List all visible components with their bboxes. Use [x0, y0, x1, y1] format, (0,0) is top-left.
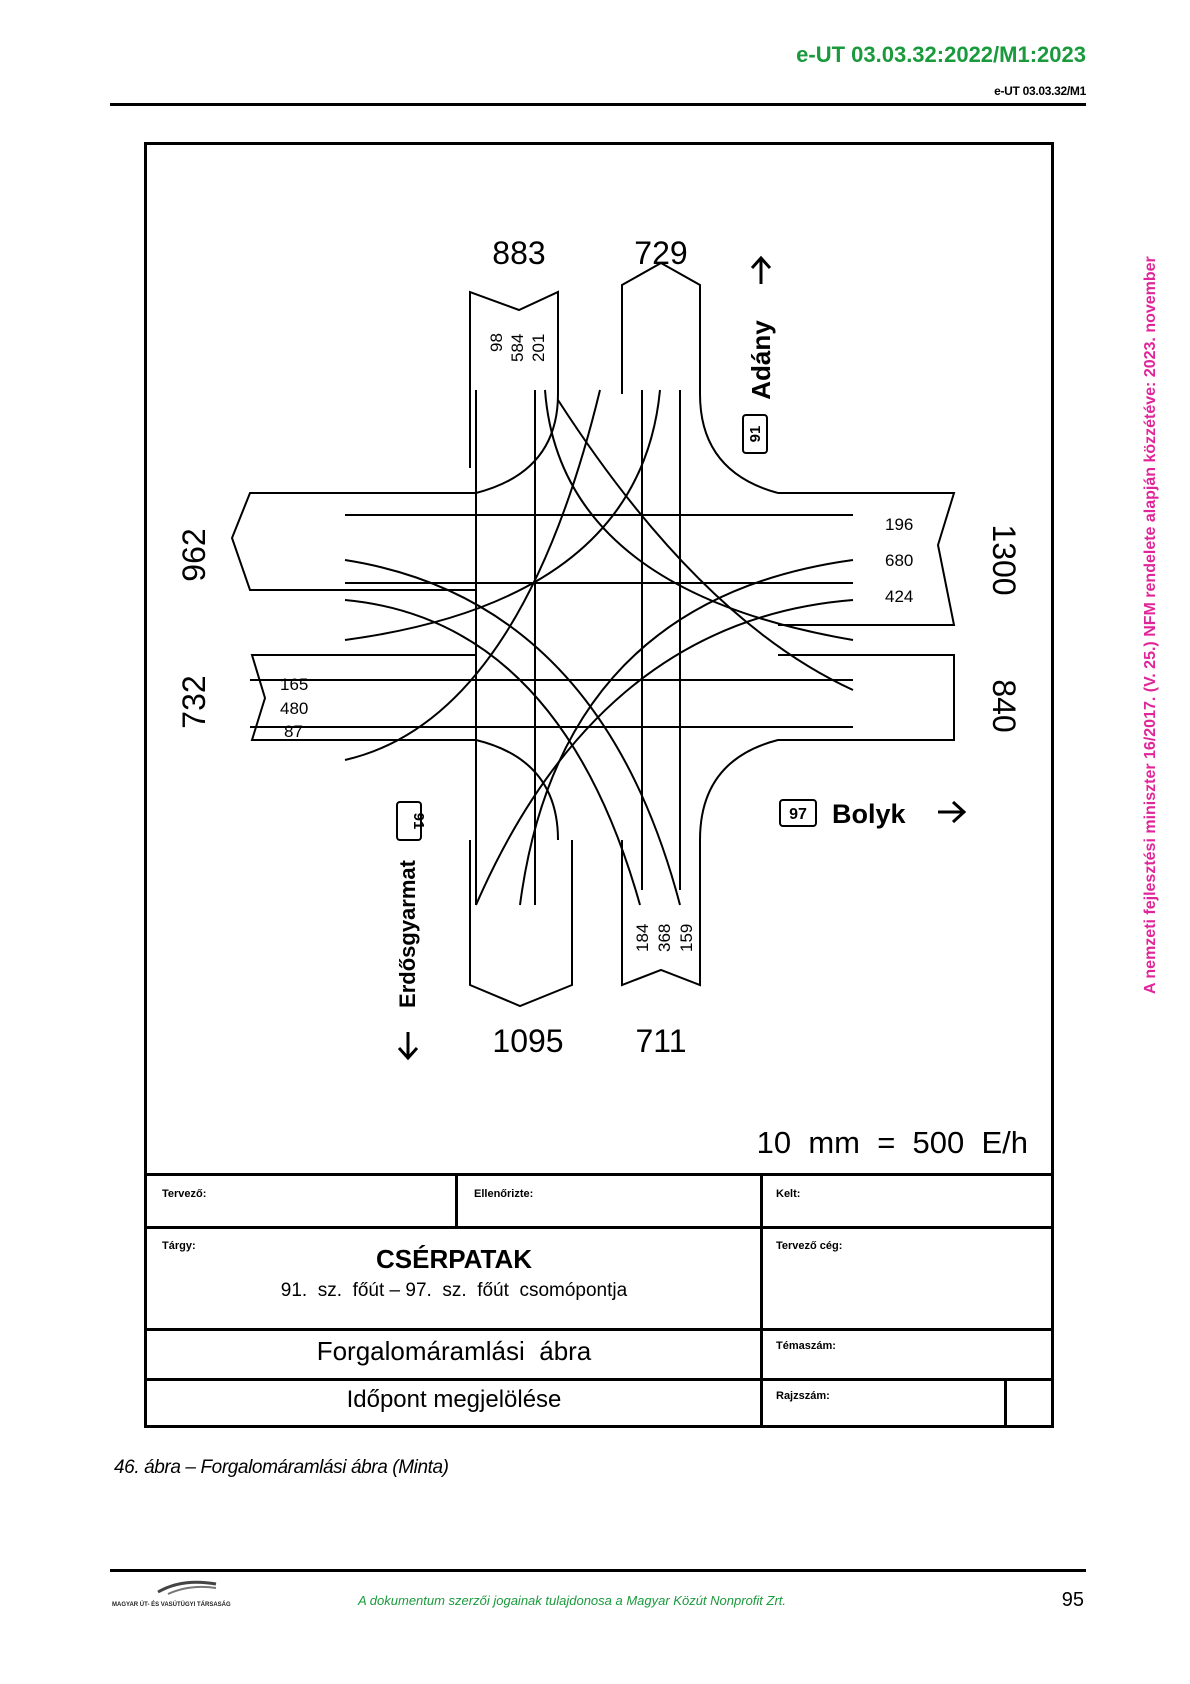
south-out-total: 711 — [635, 1023, 686, 1059]
topic-number-label: Témaszám: — [776, 1340, 836, 1352]
east-in-arm-outline — [778, 492, 956, 626]
west-in-total: 962 — [176, 528, 212, 581]
south-turn-count: 159 — [677, 924, 696, 952]
footer-rule — [110, 1569, 1086, 1572]
header-rule — [110, 103, 1086, 106]
arrow-up-icon — [750, 255, 772, 284]
copyright-notice: A dokumentum szerzői jogainak tulajdonos… — [358, 1593, 787, 1608]
west-turn-count: 165 — [280, 675, 308, 694]
east-turn-count: 424 — [885, 587, 913, 606]
scale-label: 10 mm = 500 E/h — [757, 1125, 1028, 1160]
titleblock-rule — [144, 1328, 1054, 1331]
drawing-number-label: Rajzszám: — [776, 1390, 830, 1402]
company-label: Tervező cég: — [776, 1240, 843, 1252]
west-in-arm-outline — [230, 492, 476, 591]
flow-curve — [344, 559, 681, 906]
flow-curve — [475, 599, 854, 906]
flow-curve — [544, 389, 854, 641]
flow-curve — [344, 599, 641, 906]
east-turn-count: 196 — [885, 515, 913, 534]
east-in-total: 1300 — [986, 524, 1022, 595]
page-number: 95 — [1061, 1589, 1084, 1611]
road-number-97: 97 — [789, 806, 807, 823]
flow-curve — [344, 389, 601, 761]
titleblock-divider — [455, 1173, 458, 1228]
publication-note: A nemzeti fejlesztési miniszter 16/2017.… — [1142, 256, 1159, 994]
flow-curve — [344, 389, 661, 641]
time-designation: Időpont megjelölése — [346, 1386, 562, 1413]
road-sign-91-south: 91 — [396, 801, 427, 841]
east-out-total: 840 — [986, 679, 1022, 732]
drawing-type: Forgalomáramlási ábra — [316, 1336, 592, 1366]
north-turn-count: 201 — [529, 334, 548, 362]
logo-emblem-icon: MAGYAR ÚT- ÉS VASÚTÜGYI TÁRSASÁG — [112, 1580, 231, 1608]
direction-adany-label: Adány — [746, 320, 776, 400]
road-sign-91-north: 91 — [742, 414, 768, 454]
titleblock-divider — [1004, 1378, 1007, 1428]
road-sign-97: 97 — [779, 799, 817, 827]
direction-bolyk-label: Bolyk — [832, 799, 907, 829]
project-subtitle: 91. sz. főút – 97. sz. főút csomópontja — [280, 1280, 628, 1301]
subject-label: Tárgy: — [162, 1240, 196, 1252]
south-in-total: 1095 — [492, 1023, 563, 1059]
west-turn-count: 480 — [280, 699, 308, 718]
west-turn-count: 87 — [284, 722, 303, 741]
south-turn-count: 368 — [655, 924, 674, 952]
north-out-arm-outline — [621, 261, 779, 494]
west-out-arm-outline — [250, 654, 559, 841]
document-subcode: e-UT 03.03.32/M1 — [994, 84, 1086, 98]
direction-erdosgyarmat-label: Erdősgyarmat — [395, 859, 420, 1008]
west-out-total: 732 — [176, 675, 212, 728]
traffic-flow-diagram: 883 729 1095 711 962 732 1300 840 98 584… — [176, 235, 1028, 1160]
north-turn-count: 98 — [487, 333, 506, 352]
logo-text: MAGYAR ÚT- ÉS VASÚTÜGYI TÁRSASÁG — [112, 1600, 231, 1608]
society-logo: MAGYAR ÚT- ÉS VASÚTÜGYI TÁRSASÁG — [112, 1578, 262, 1610]
east-turn-count: 680 — [885, 551, 913, 570]
date-label: Kelt: — [776, 1188, 801, 1200]
south-turn-count: 184 — [633, 924, 652, 952]
document-code: e-UT 03.03.32:2022/M1:2023 — [796, 42, 1086, 67]
drawing-frame — [144, 142, 1054, 1428]
designer-label: Tervező: — [162, 1188, 207, 1200]
north-in-total: 883 — [492, 235, 545, 271]
east-out-arm-outline — [699, 654, 955, 841]
south-in-arm-outline — [469, 840, 573, 1008]
titleblock-rule — [144, 1226, 1054, 1229]
south-out-arm-outline — [621, 840, 701, 987]
titleblock-top-rule — [144, 1173, 1054, 1176]
north-in-arm-outline — [469, 290, 559, 494]
project-title: CSÉRPATAK — [376, 1244, 532, 1274]
road-number-91: 91 — [747, 426, 764, 443]
north-out-total: 729 — [634, 235, 687, 271]
road-number-91: 91 — [410, 813, 427, 830]
arrow-down-icon — [397, 1032, 419, 1061]
flow-curve — [519, 559, 854, 906]
north-turn-count: 584 — [508, 334, 527, 362]
figure-caption: 46. ábra – Forgalomáramlási ábra (Minta) — [114, 1457, 449, 1478]
arrow-right-icon — [938, 800, 967, 824]
titleblock-divider — [760, 1173, 763, 1428]
flow-curve — [557, 399, 854, 691]
titleblock-rule — [144, 1378, 1054, 1381]
checked-label: Ellenőrizte: — [474, 1188, 534, 1200]
